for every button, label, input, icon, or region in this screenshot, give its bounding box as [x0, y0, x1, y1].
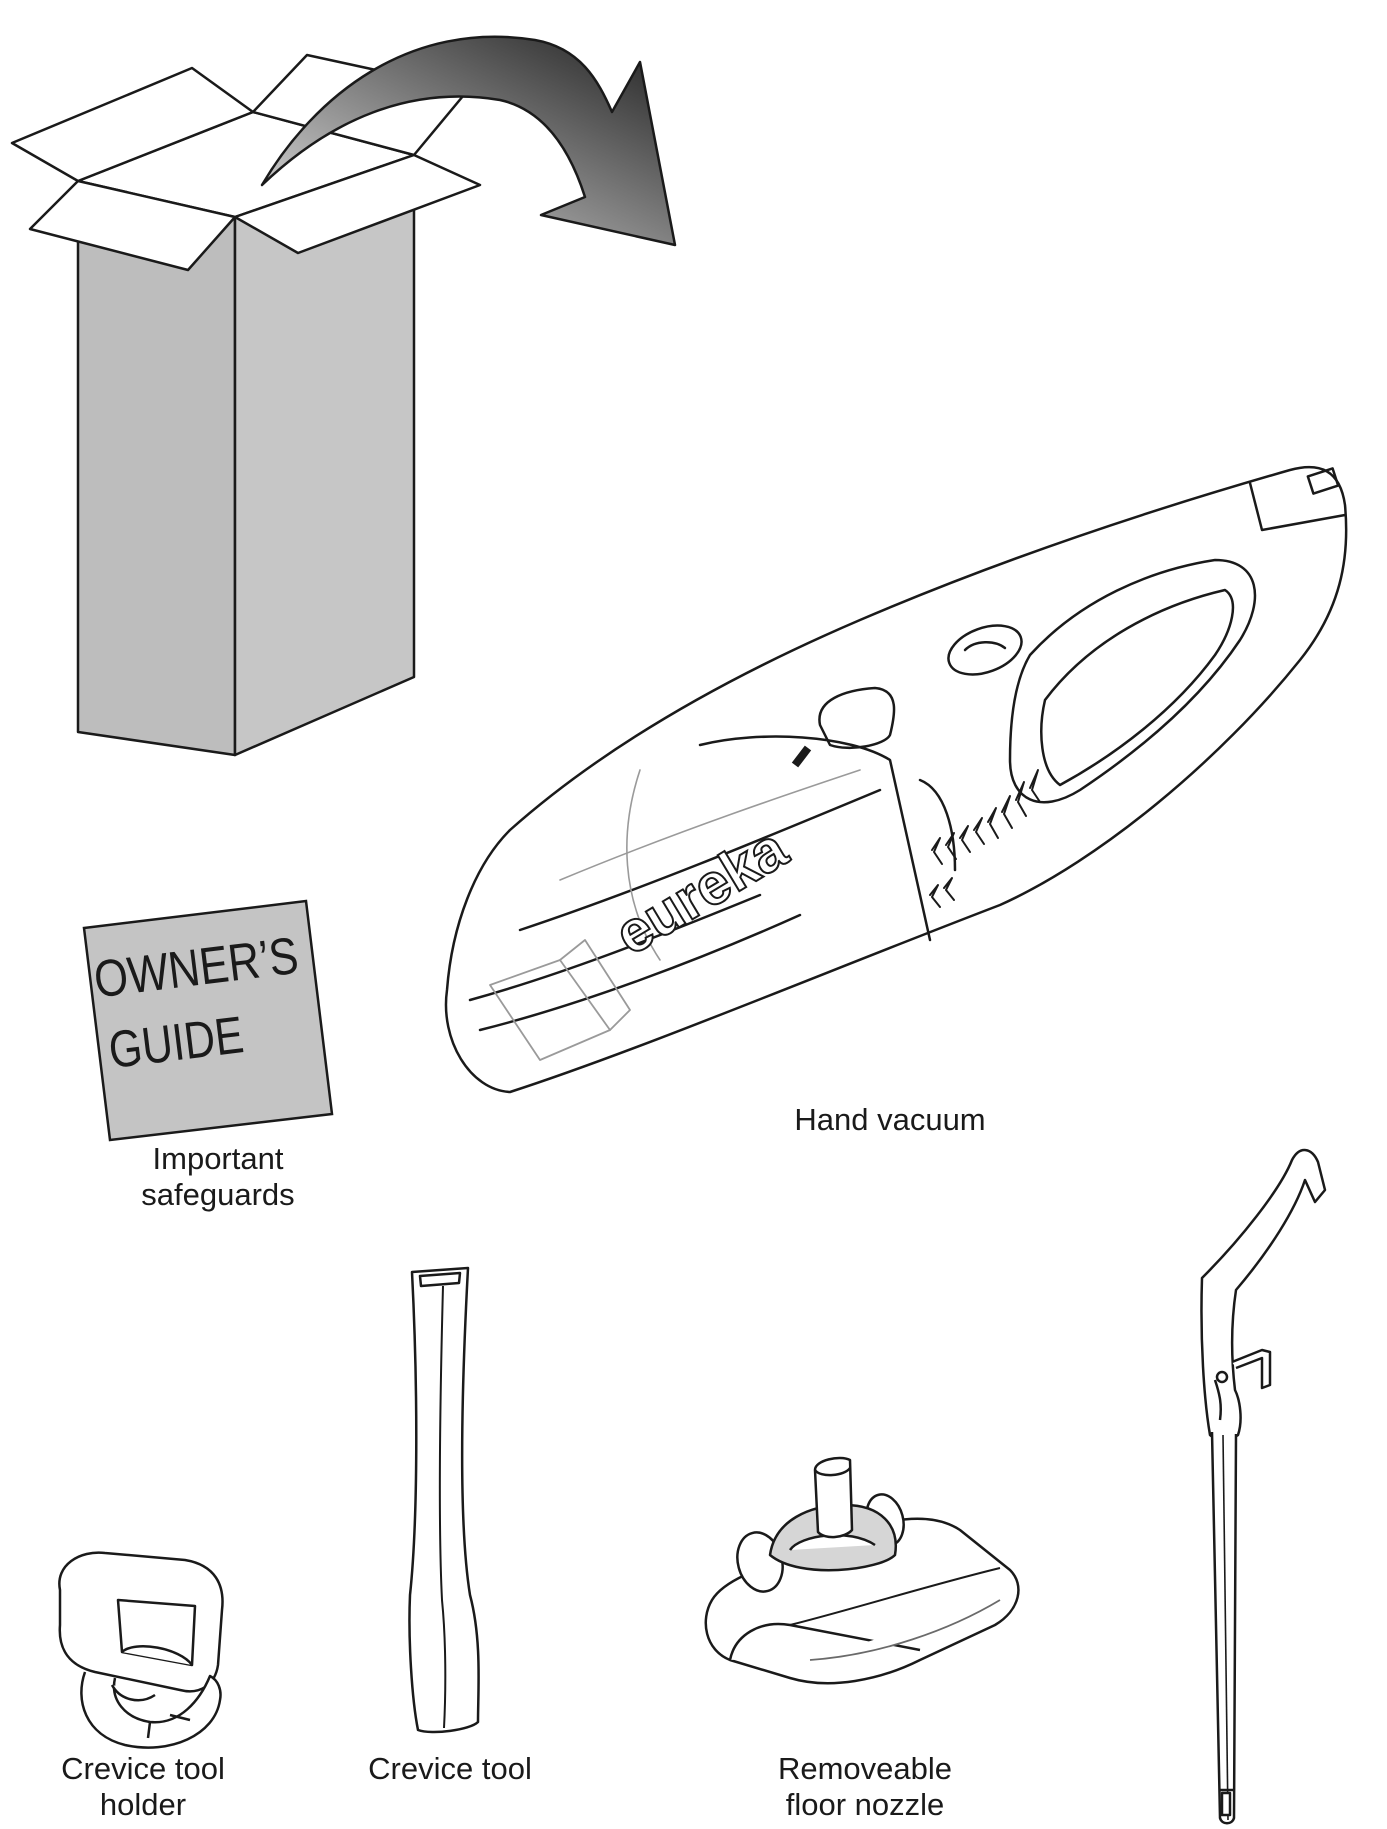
vacuum-rear-cap [1248, 481, 1347, 532]
box-side-face [233, 153, 416, 757]
box-front-face [76, 215, 237, 757]
vacuum-vent [929, 769, 1041, 908]
crevice-tool-holder-caption: Crevice tool holder [28, 1751, 258, 1823]
owners-guide-caption-line1: Important [152, 1141, 284, 1176]
holder-clip [80, 1671, 222, 1749]
owners-guide-caption-line2: safeguards [141, 1177, 295, 1212]
floor-nozzle-caption-line1: Removeable [777, 1751, 953, 1786]
box-flap-front-left [28, 179, 237, 272]
floor-nozzle [704, 1456, 1020, 1685]
hand-vacuum-caption-text: Hand vacuum [794, 1102, 986, 1137]
crevice-tool-caption: Crevice tool [335, 1751, 565, 1787]
vacuum-handle-grip [1008, 558, 1257, 804]
crevice-tool-body [408, 1266, 480, 1734]
floor-nozzle-caption-line2: floor nozzle [785, 1787, 945, 1822]
extension-handle-grip [1200, 1148, 1327, 1440]
crevice-tool-holder-caption-line1: Crevice tool [61, 1751, 225, 1786]
extension-wand-tube [1210, 1431, 1238, 1825]
box-flap-back-left [10, 66, 255, 183]
vacuum-charge-indicator [1306, 467, 1340, 495]
vacuum-dust-cup [698, 735, 932, 942]
extension-handle-hook [1231, 1348, 1272, 1390]
crevice-tool-caption-text: Crevice tool [368, 1751, 532, 1786]
floor-nozzle-caption: Removeable floor nozzle [735, 1751, 995, 1823]
crevice-tool-holder-caption-line2: holder [99, 1787, 187, 1822]
vacuum-body [444, 465, 1348, 1094]
unpack-arrow [260, 35, 677, 247]
owners-guide-caption: Important safeguards [108, 1141, 328, 1213]
crevice-tool-opening [418, 1271, 462, 1288]
vacuum-power-switch-icon [947, 624, 1023, 676]
box-flap-front-right [233, 153, 482, 255]
crevice-tool [408, 1266, 480, 1734]
owners-guide: OWNER’S GUIDE [82, 899, 334, 1142]
vacuum-brand-mark [791, 745, 812, 768]
floor-nozzle-connector [813, 1456, 854, 1539]
hand-vacuum [444, 465, 1348, 1094]
open-box [10, 53, 482, 757]
owners-guide-cover [82, 899, 334, 1142]
hand-vacuum-caption: Hand vacuum [760, 1102, 1020, 1138]
crevice-tool-holder [58, 1551, 224, 1749]
extension-handle [1200, 1148, 1327, 1825]
